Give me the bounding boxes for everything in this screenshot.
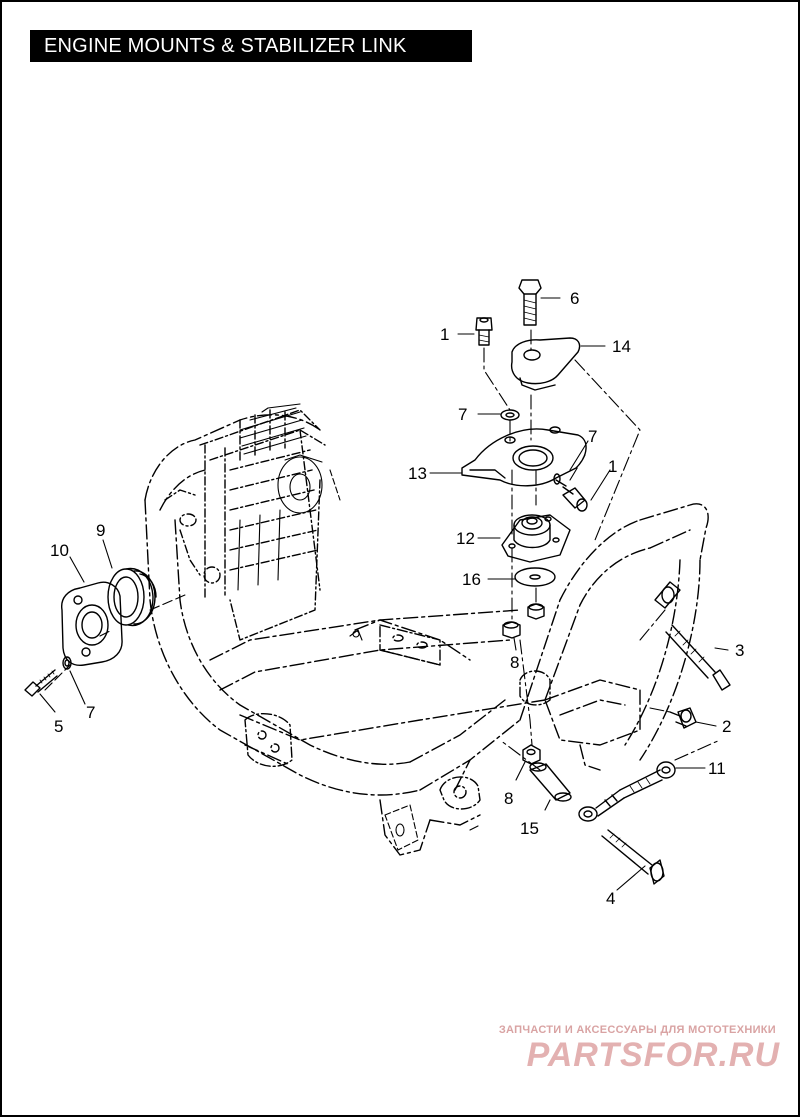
bolt-1-top — [475, 317, 493, 346]
watermark-logo: PARTSFOR.RU — [526, 1036, 780, 1074]
callout-8-top: 8 — [510, 653, 519, 672]
engine-fins — [237, 403, 341, 591]
page-title: ENGINE MOUNTS & STABILIZER LINK — [30, 30, 472, 62]
callout-2: 2 — [722, 717, 731, 736]
callout-6: 6 — [570, 289, 579, 308]
callout-9: 9 — [96, 521, 105, 540]
front-isolator-9 — [107, 567, 157, 627]
top-stack-axes — [483, 329, 641, 746]
front-mount-axis — [44, 594, 186, 691]
callout-8-link: 8 — [504, 789, 513, 808]
spacer-15 — [529, 762, 572, 802]
bolt-2 — [669, 707, 697, 729]
nuts-8 — [502, 603, 545, 639]
callout-1-top: 1 — [440, 325, 449, 344]
bolt-4 — [601, 829, 665, 885]
bolt-3 — [654, 581, 731, 691]
callout-4: 4 — [606, 889, 615, 908]
callout-13: 13 — [408, 464, 427, 483]
washer-7-front — [62, 656, 72, 670]
callout-15: 15 — [520, 819, 539, 838]
mount-plate-13 — [461, 426, 587, 487]
callout-1-right: 1 — [608, 457, 617, 476]
stabilizer-axes — [499, 609, 721, 771]
bolt-5 — [24, 669, 58, 697]
washer-7-right — [553, 473, 561, 485]
callout-7-top: 7 — [458, 405, 467, 424]
shim-16 — [514, 567, 556, 587]
engine-phantom — [164, 409, 326, 641]
callout-7-right: 7 — [588, 427, 597, 446]
bracket-14 — [510, 337, 581, 391]
frame-phantom — [144, 414, 709, 856]
bolt-6 — [518, 279, 542, 326]
nut-8-link — [522, 744, 541, 765]
callout-7-front: 7 — [86, 703, 95, 722]
front-mount-bracket-10 — [61, 581, 123, 667]
callout-5: 5 — [54, 717, 63, 736]
callout-10: 10 — [50, 541, 69, 560]
frame-details — [349, 629, 479, 851]
bolt-1-right — [555, 479, 588, 512]
callout-14: 14 — [612, 337, 631, 356]
callout-11: 11 — [708, 759, 726, 778]
callout-12: 12 — [456, 529, 475, 548]
stabilizer-link-11 — [578, 761, 676, 822]
washer-7-top — [500, 409, 520, 421]
callout-3: 3 — [735, 641, 744, 660]
watermark-tagline: ЗАПЧАСТИ И АКСЕССУАРЫ ДЛЯ МОТОТЕХНИКИ — [498, 1024, 776, 1036]
crossmember — [244, 624, 551, 810]
callout-16: 16 — [462, 570, 481, 589]
leader-lines — [39, 297, 729, 891]
callouts: 1 6 14 7 7 1 13 12 16 8 9 10 5 7 3 2 11 … — [50, 289, 744, 908]
